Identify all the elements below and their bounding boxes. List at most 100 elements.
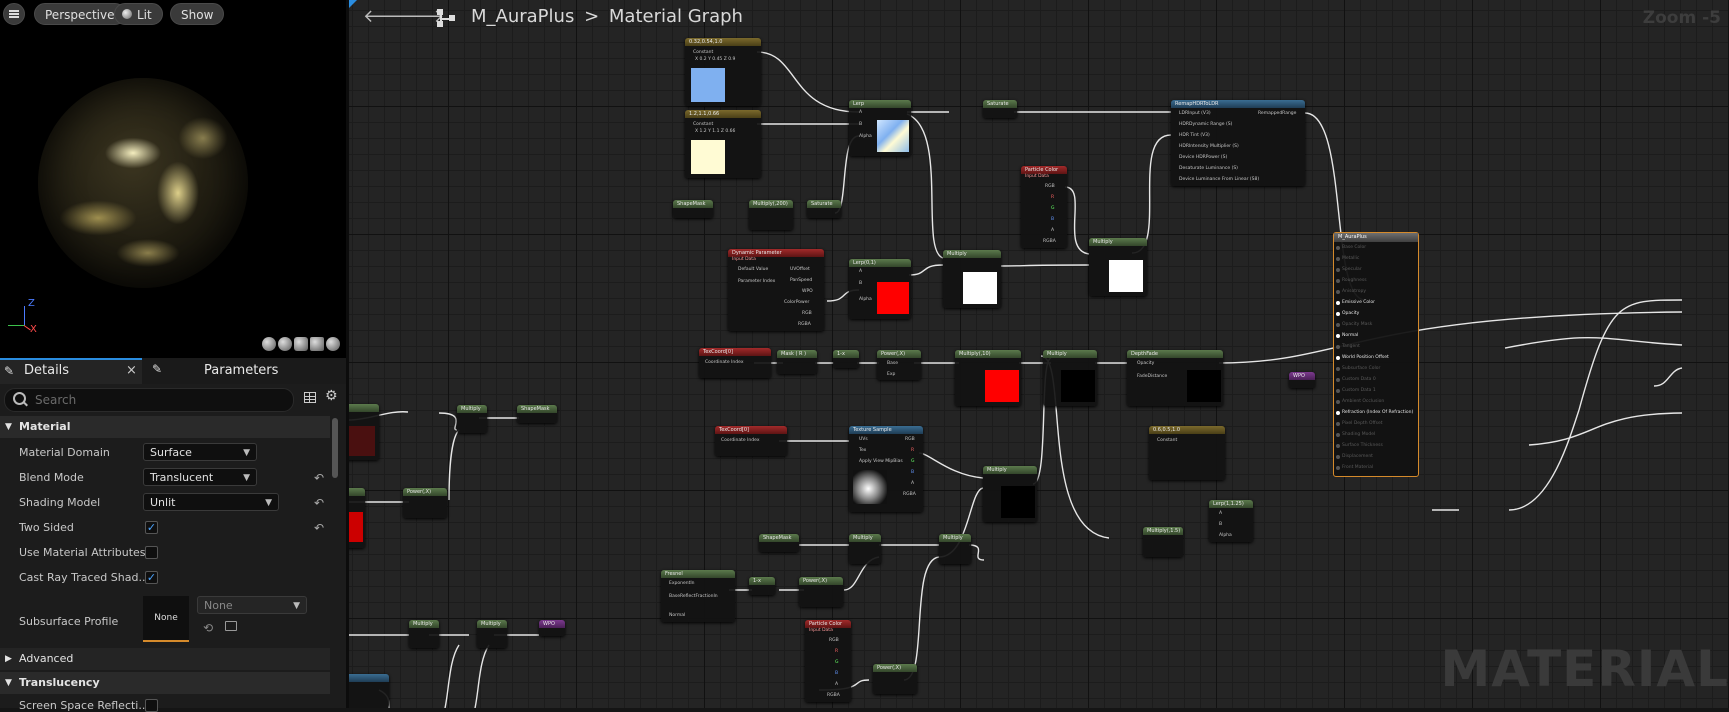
pin-b[interactable]: B bbox=[859, 122, 862, 127]
preview-shape-sphere-icon[interactable] bbox=[262, 337, 276, 351]
pin[interactable]: R bbox=[911, 448, 914, 453]
shading-model-dropdown[interactable]: Unlit▼ bbox=[143, 493, 279, 511]
preview-sphere[interactable] bbox=[38, 78, 248, 288]
result-input-pin[interactable]: Front Material bbox=[1342, 465, 1373, 470]
result-input-pin[interactable]: Custom Data 1 bbox=[1342, 388, 1376, 393]
result-input-pin[interactable]: Displacement bbox=[1342, 454, 1373, 459]
pin[interactable]: RGBA bbox=[827, 693, 840, 698]
tab-details[interactable]: ✎ Details × bbox=[0, 358, 142, 384]
pin-output[interactable]: RemappedRange bbox=[1258, 111, 1296, 116]
table-view-icon[interactable] bbox=[304, 392, 316, 403]
details-search-box[interactable] bbox=[4, 388, 294, 412]
pin-tex[interactable]: Tex bbox=[859, 448, 866, 453]
perspective-button[interactable]: Perspective bbox=[34, 3, 126, 25]
pin-base[interactable]: Base bbox=[887, 361, 898, 366]
multiply4-node[interactable]: Multiply bbox=[983, 466, 1037, 522]
subsurface-thumbnail[interactable]: None bbox=[143, 596, 189, 642]
pin-a[interactable]: A bbox=[859, 110, 862, 115]
pin-alpha[interactable]: Alpha bbox=[859, 297, 872, 302]
pin[interactable]: Device HDRPower (S) bbox=[1179, 155, 1227, 160]
multiply-200-node[interactable]: Multiply(,200) bbox=[749, 200, 793, 230]
constant3-cream-node[interactable]: 1.2,1.1,0.66 Constant X 1.2 Y 1.1 Z 0.66 bbox=[685, 110, 761, 178]
power-node[interactable]: Power(,X) Base Exp bbox=[877, 350, 921, 380]
left-multiply-node[interactable]: Multiply bbox=[457, 405, 487, 433]
pin-uvs[interactable]: UVs bbox=[859, 437, 868, 442]
pin[interactable]: RGB bbox=[829, 638, 839, 643]
pin[interactable]: A bbox=[911, 481, 914, 486]
remap-hdr-node[interactable]: RemapHDRToLDR LDRInput (V3) HDRDynamic R… bbox=[1171, 100, 1305, 186]
pin-alpha[interactable]: Alpha bbox=[1219, 533, 1232, 538]
preview-shape-cube-icon[interactable] bbox=[310, 337, 324, 351]
gear-icon[interactable]: ⚙ bbox=[325, 388, 338, 404]
particle-color-top-node[interactable]: Particle Color Input Data RGB R G B A RG… bbox=[1021, 166, 1067, 248]
preview-shape-teapot-icon[interactable] bbox=[326, 337, 340, 351]
node-value[interactable]: X 0.2 Y 0.45 Z 0.9 bbox=[695, 57, 735, 62]
close-icon[interactable]: × bbox=[126, 363, 137, 378]
pin-opacity[interactable]: Opacity bbox=[1137, 361, 1154, 366]
result-input-pin[interactable]: Refraction (Index Of Refraction) bbox=[1342, 410, 1413, 415]
result-input-pin[interactable]: Emissive Color bbox=[1342, 300, 1375, 305]
dynamic-parameter-node[interactable]: Dynamic Parameter Input Data Default Val… bbox=[728, 249, 824, 331]
cast-ray-traced-shadows-checkbox[interactable]: ✓ bbox=[145, 571, 158, 584]
pin[interactable]: HDRDynamic Range (S) bbox=[1179, 122, 1232, 127]
texture-sample-node[interactable]: Texture Sample UVs Tex Apply View MipBia… bbox=[849, 426, 923, 512]
result-input-pin[interactable]: Opacity bbox=[1342, 311, 1359, 316]
pin-b[interactable]: B bbox=[1219, 522, 1222, 527]
depth-fade-node[interactable]: DepthFade Opacity FadeDistance bbox=[1127, 350, 1223, 406]
wpo-node[interactable]: WPO bbox=[1289, 372, 1315, 388]
result-input-pin[interactable]: World Position Offset bbox=[1342, 355, 1389, 360]
pin[interactable]: G bbox=[835, 660, 839, 665]
pin[interactable]: G bbox=[911, 459, 915, 464]
multiply-white2-node[interactable]: Multiply bbox=[1089, 238, 1147, 296]
tab-parameters[interactable]: ✎ Parameters bbox=[146, 358, 286, 384]
material-preview-viewport[interactable]: Perspective Lit Show Z X bbox=[0, 0, 346, 358]
pin[interactable]: B bbox=[911, 470, 914, 475]
result-input-pin[interactable]: Ambient Occlusion bbox=[1342, 399, 1384, 404]
pin[interactable]: PanSpeed bbox=[790, 278, 812, 283]
result-input-pin[interactable]: Metallic bbox=[1342, 256, 1359, 261]
result-input-pin[interactable]: Custom Data 0 bbox=[1342, 377, 1376, 382]
left-shape-mask-node[interactable]: ShapeMask bbox=[517, 405, 557, 423]
pin[interactable]: RGBA bbox=[1043, 239, 1056, 244]
result-input-pin[interactable]: Normal bbox=[1342, 333, 1358, 338]
pin[interactable]: LDRInput (V3) bbox=[1179, 111, 1211, 116]
pin[interactable]: WPO bbox=[802, 289, 813, 294]
pin[interactable]: R bbox=[1051, 195, 1054, 200]
lerp-1-125-node[interactable]: Lerp(1,1.25) A B Alpha bbox=[1209, 500, 1253, 542]
left-multiply2-node[interactable]: Multiply bbox=[409, 620, 439, 648]
pin-a[interactable]: A bbox=[1219, 511, 1222, 516]
reset-to-default-icon[interactable]: ↶ bbox=[314, 521, 324, 535]
browse-asset-icon[interactable] bbox=[225, 621, 237, 631]
left-blue-partial-node[interactable] bbox=[349, 674, 389, 708]
pin-alpha[interactable]: Alpha bbox=[859, 134, 872, 139]
pin[interactable]: HDRIntensity Multiplier (S) bbox=[1179, 144, 1239, 149]
power3-node[interactable]: Power(,X) bbox=[873, 664, 917, 694]
result-input-pin[interactable]: Surface Thickness bbox=[1342, 443, 1383, 448]
pin[interactable]: RGBA bbox=[798, 322, 811, 327]
screen-space-reflections-checkbox[interactable] bbox=[145, 699, 158, 712]
reset-to-default-icon[interactable]: ↶ bbox=[314, 496, 324, 510]
pin-a[interactable]: A bbox=[859, 269, 862, 274]
node-value[interactable]: X 1.2 Y 1.1 Z 0.66 bbox=[695, 129, 735, 134]
pin[interactable]: R bbox=[835, 649, 838, 654]
result-input-pin[interactable]: Subsurface Color bbox=[1342, 366, 1380, 371]
shape-mask-node[interactable]: ShapeMask bbox=[673, 200, 713, 218]
result-input-pin[interactable]: Anisotropy bbox=[1342, 289, 1366, 294]
subsurface-profile-dropdown[interactable]: None▼ bbox=[197, 596, 307, 614]
pin-b[interactable]: B bbox=[859, 281, 862, 286]
search-input[interactable] bbox=[33, 392, 287, 408]
multiply-10-node[interactable]: Multiply(,10) bbox=[955, 350, 1021, 406]
viewport-menu-button[interactable] bbox=[3, 3, 25, 25]
section-advanced[interactable]: ▶ Advanced bbox=[0, 648, 330, 670]
saturate-node[interactable]: Saturate bbox=[983, 100, 1017, 118]
pin[interactable]: ColorPower bbox=[784, 300, 809, 305]
pin[interactable]: A bbox=[1051, 228, 1054, 233]
pin[interactable]: RGBA bbox=[903, 492, 916, 497]
result-input-pin[interactable]: Shading Model bbox=[1342, 432, 1375, 437]
pin[interactable]: UVOffset bbox=[790, 267, 810, 272]
pin[interactable]: B bbox=[1051, 217, 1054, 222]
left-red-partial-node[interactable] bbox=[349, 488, 365, 548]
result-input-pin[interactable]: Pixel Depth Offset bbox=[1342, 421, 1383, 426]
mask-r-node[interactable]: Mask ( R ) bbox=[777, 350, 817, 374]
